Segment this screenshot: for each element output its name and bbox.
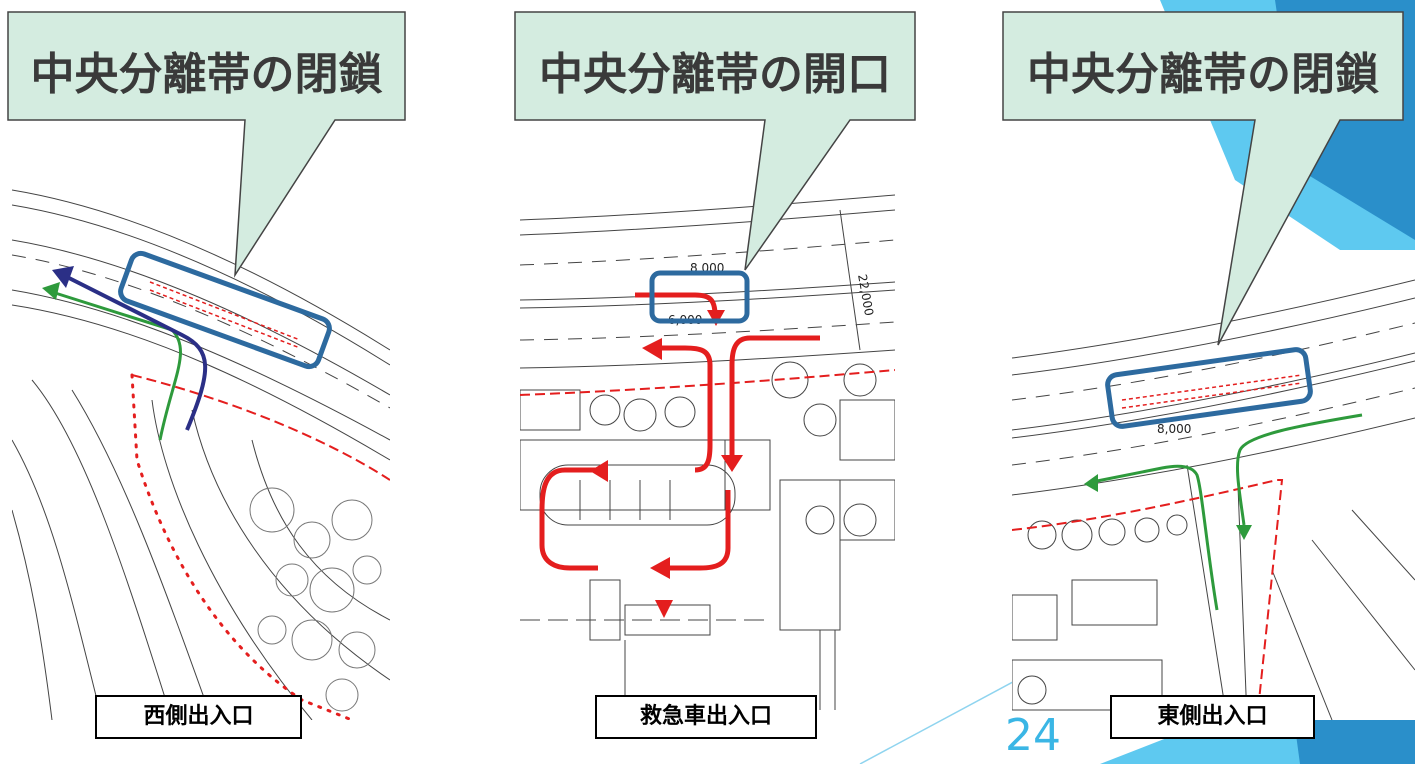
callout-center-text: 中央分離帯の開口	[539, 49, 891, 100]
tree	[1027, 520, 1057, 550]
tree	[275, 563, 309, 597]
road-edge	[520, 281, 895, 301]
route-green-arrowhead	[42, 282, 60, 300]
tree	[1166, 514, 1188, 536]
tree	[309, 567, 355, 613]
parking	[1012, 594, 1058, 641]
road-edge	[1012, 352, 1415, 431]
tree	[589, 394, 621, 426]
label-west-entrance: 西側出入口	[95, 695, 302, 739]
building	[539, 464, 736, 526]
tree	[338, 631, 376, 669]
dimension-line	[839, 209, 861, 351]
road-edge	[1012, 417, 1415, 496]
dimension-8000-east: 8,000	[1157, 422, 1191, 436]
tree	[623, 398, 657, 432]
arrowhead	[655, 600, 673, 618]
route-green	[1235, 413, 1363, 526]
callout-left-shape	[7, 11, 406, 278]
structure	[839, 479, 895, 541]
callout-right-shape	[1002, 11, 1404, 346]
road-curve	[31, 379, 173, 720]
callout-right-text: 中央分離帯の閉鎖	[1027, 49, 1379, 100]
route-red	[660, 345, 713, 473]
arrowhead	[707, 310, 725, 326]
map-ambulance-entrance: 8,000 6,000 22,000	[520, 190, 895, 710]
structure	[779, 479, 841, 631]
closure-dash	[1121, 382, 1303, 409]
road-edge	[1012, 322, 1415, 401]
tree	[325, 678, 359, 712]
road-curve	[1351, 509, 1415, 581]
tree	[1098, 518, 1126, 546]
tree	[803, 403, 837, 437]
road-curve	[12, 509, 53, 720]
road-curve	[251, 439, 390, 621]
road-edge	[1012, 279, 1415, 359]
road-edge	[520, 209, 895, 236]
tree	[1017, 675, 1047, 705]
arrowhead	[650, 557, 670, 579]
tree	[843, 503, 877, 537]
boundary-line	[520, 369, 895, 396]
route-navy-arrowhead	[52, 266, 74, 288]
boundary-line	[130, 373, 354, 720]
tree	[805, 505, 835, 535]
road-curve	[12, 439, 103, 720]
label-ambulance-entrance: 救急車出入口	[595, 695, 817, 739]
callout-left-text: 中央分離帯の閉鎖	[30, 49, 383, 100]
median-highlight	[649, 270, 750, 324]
route-green	[1091, 464, 1219, 611]
route-red	[539, 467, 600, 571]
tree	[1061, 519, 1093, 551]
page-number: 24	[1005, 710, 1061, 761]
map-center-drawing: 8,000 6,000 22,000	[520, 194, 895, 710]
tree	[352, 555, 382, 585]
label-east-entrance: 東側出入口	[1110, 695, 1315, 739]
tree	[1134, 517, 1160, 543]
tree	[771, 361, 809, 399]
arrowhead	[590, 460, 608, 482]
road-curve	[191, 409, 390, 681]
road-edge	[520, 194, 895, 221]
boundary-line	[1012, 479, 1284, 720]
structure	[589, 579, 621, 641]
road-edge	[1012, 387, 1415, 466]
road-curve	[1186, 464, 1228, 720]
arrowhead	[642, 338, 662, 360]
closure-dash	[1121, 374, 1303, 401]
parking	[1012, 659, 1163, 711]
tree	[293, 521, 331, 559]
road-edge	[1012, 360, 1415, 439]
route-red	[670, 490, 731, 571]
boundary-line	[131, 374, 390, 481]
route-red	[729, 335, 820, 455]
road-curve	[1271, 569, 1333, 720]
road-edge	[12, 189, 390, 351]
tree	[664, 396, 696, 428]
road-edge	[520, 349, 895, 369]
tree	[331, 499, 373, 541]
tree	[291, 619, 333, 661]
tree	[249, 487, 295, 533]
building	[724, 439, 771, 511]
road-curve	[71, 389, 213, 720]
road-curve	[1311, 539, 1415, 671]
route-green-arrowhead	[1084, 474, 1098, 492]
median-highlight	[1105, 347, 1313, 429]
road-edge	[520, 321, 895, 341]
tree	[257, 615, 287, 645]
road-curve	[1236, 459, 1248, 720]
road-curve	[151, 399, 313, 720]
parking	[1071, 579, 1158, 626]
route-green-arrowhead	[1236, 525, 1252, 540]
road-edge	[520, 239, 895, 266]
arrowhead	[721, 455, 743, 472]
callout-center-shape	[514, 11, 916, 271]
structure	[839, 399, 895, 461]
tree	[843, 363, 877, 397]
